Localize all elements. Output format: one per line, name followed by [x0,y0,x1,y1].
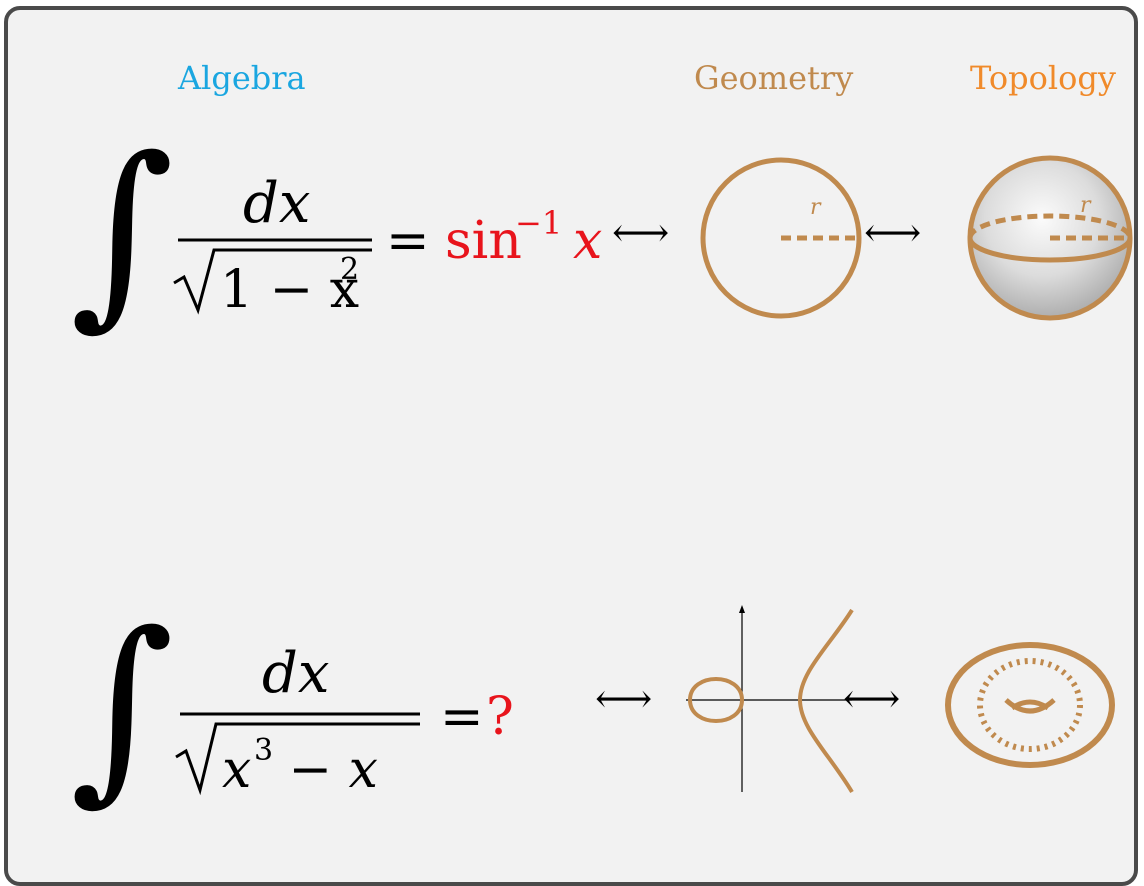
numerator-2: dx [262,641,329,706]
equals-sign-2: = [440,687,484,747]
torus-hole-lower [1004,698,1056,714]
integral-sign: ∫ [70,115,174,348]
radical-sign [173,248,372,315]
y-axis-arrowhead [739,605,745,613]
radicand-rest: − x [272,740,378,800]
circle-figure: r [700,157,862,319]
radicand-variable: x [222,740,251,800]
result-variable: x [573,211,602,271]
result-function: sin [445,211,522,271]
torus-figure [945,642,1115,768]
circle-shape [700,157,862,319]
sphere-figure: r [967,155,1133,321]
sphere-equator-front [967,237,1133,263]
torus-hole-upper [1010,699,1050,711]
formula-top: ∫ dx 1 − x 2 = sin −1 x [70,115,602,348]
formula-bottom: ∫ dx x 3 − x = ? [70,590,514,823]
algebra-heading: Algebra [178,59,306,97]
result-exponent: −1 [515,204,562,242]
diagram-canvas: ∫ dx 1 − x 2 = sin −1 x ⟷ ⟷ r r ∫ dx x 3… [70,115,1133,823]
diagram-frame [4,6,1138,886]
circle-radius-label: r [810,195,822,220]
curve-oval-component [687,677,745,723]
double-arrow-4: ⟷ [843,676,900,722]
integral-sign-2: ∫ [70,590,174,823]
torus-inner-dotted [977,658,1083,752]
radicand: 1 − x [220,260,359,320]
result-question: ? [486,687,514,747]
radical-sign-2 [175,722,420,796]
sphere-equator-back [967,213,1133,239]
elliptic-curve-figure [686,605,854,794]
double-arrow-1: ⟷ [612,210,669,256]
double-arrow-2: ⟷ [864,210,921,256]
sphere-radius-label: r [1080,193,1092,218]
radicand-exponent-2: 3 [254,733,273,768]
numerator: dx [243,171,310,236]
equals-sign: = [386,211,430,271]
double-arrow-3: ⟷ [595,676,652,722]
radicand-exponent: 2 [340,252,359,287]
geometry-heading: Geometry [694,59,854,97]
curve-unbounded-component [797,608,854,794]
torus-outer [945,642,1115,768]
topology-heading: Topology [970,59,1116,97]
